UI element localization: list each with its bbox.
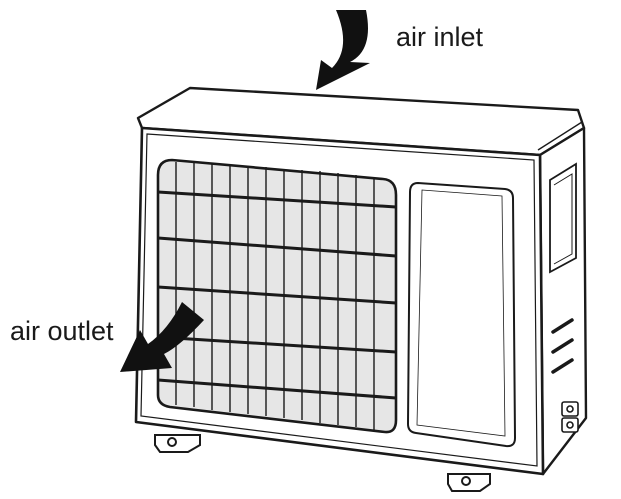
curved-arrow-down-icon xyxy=(316,10,370,90)
curved-arrow-down-left-icon xyxy=(120,302,204,372)
front-access-door xyxy=(406,181,517,448)
service-valve-ports xyxy=(561,401,579,433)
side-service-cover xyxy=(549,162,577,274)
front-left-foot xyxy=(154,434,201,453)
air-outlet-label: air outlet xyxy=(10,316,114,346)
mounting-feet xyxy=(154,434,491,492)
fan-grille xyxy=(156,158,398,434)
air-inlet-label: air inlet xyxy=(396,22,484,52)
side-vent-slots xyxy=(551,318,574,374)
